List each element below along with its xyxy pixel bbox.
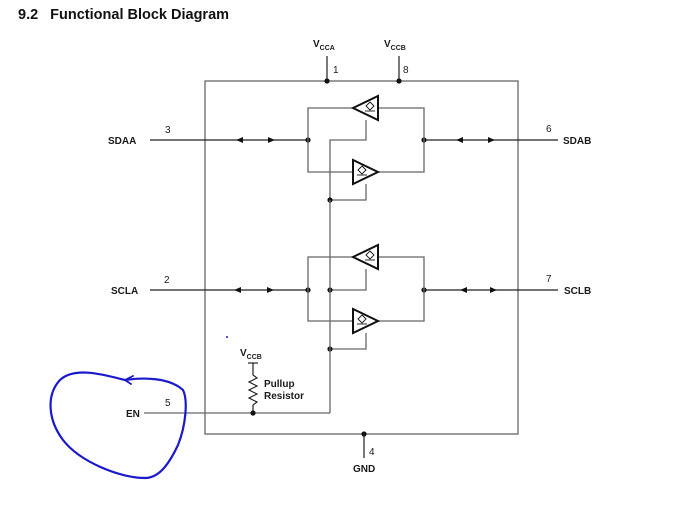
vccb-pin-number: 8 (403, 65, 409, 76)
pin-gnd: 4 GND (353, 431, 375, 475)
diamond-icon (365, 101, 375, 111)
vcca-label: VCCA (313, 39, 335, 52)
pin-vcca: VCCA 1 (313, 39, 339, 84)
arrow-left-icon (236, 137, 243, 143)
resistor-icon (247, 363, 259, 413)
buffer-b-to-a (350, 243, 379, 271)
scla-label: SCLA (111, 286, 138, 297)
en-label: EN (126, 409, 140, 420)
vccb-label: VCCB (384, 39, 406, 52)
arrow-right-icon (267, 287, 274, 293)
sda-channel: SDAA 3 SDAB 6 (108, 94, 591, 203)
ink-speck (226, 336, 228, 338)
section-heading: Functional Block Diagram (50, 7, 230, 23)
diamond-icon (357, 314, 367, 324)
annotation-stroke-tip (124, 375, 134, 385)
arrow-right-icon (268, 137, 275, 143)
pullup-resistor: VCCB Pullup Resistor (240, 348, 304, 413)
buffer-a-to-b (352, 307, 381, 335)
arrow-left-icon (460, 287, 467, 293)
buffer-b-to-a (350, 94, 379, 122)
buffer-a-to-b (352, 158, 381, 186)
pullup-label-line2: Resistor (264, 391, 304, 402)
scla-pin-number: 2 (164, 275, 170, 286)
annotation-circle (49, 371, 187, 480)
section-title: 9.2 Functional Block Diagram (18, 7, 229, 23)
sdaa-pin-number: 3 (165, 125, 171, 136)
vcca-pin-number: 1 (333, 65, 339, 76)
sdab-label: SDAB (563, 136, 591, 147)
diamond-icon (357, 165, 367, 175)
sdaa-label: SDAA (108, 136, 136, 147)
scl-channel: SCLA 2 SCLB 7 (111, 243, 591, 352)
arrow-left-icon (234, 287, 241, 293)
section-number: 9.2 (18, 7, 39, 23)
sdab-pin-number: 6 (546, 124, 552, 135)
pullup-label-line1: Pullup (264, 379, 295, 390)
sclb-label: SCLB (564, 286, 591, 297)
gnd-pin-number: 4 (369, 447, 375, 458)
en-pin-number: 5 (165, 398, 171, 409)
pullup-supply-label: VCCB (240, 348, 262, 361)
diamond-icon (365, 250, 375, 260)
sclb-pin-number: 7 (546, 274, 552, 285)
pin-vccb: VCCB 8 (384, 39, 409, 84)
arrow-right-icon (490, 287, 497, 293)
gnd-label: GND (353, 464, 375, 475)
arrow-left-icon (456, 137, 463, 143)
arrow-right-icon (488, 137, 495, 143)
